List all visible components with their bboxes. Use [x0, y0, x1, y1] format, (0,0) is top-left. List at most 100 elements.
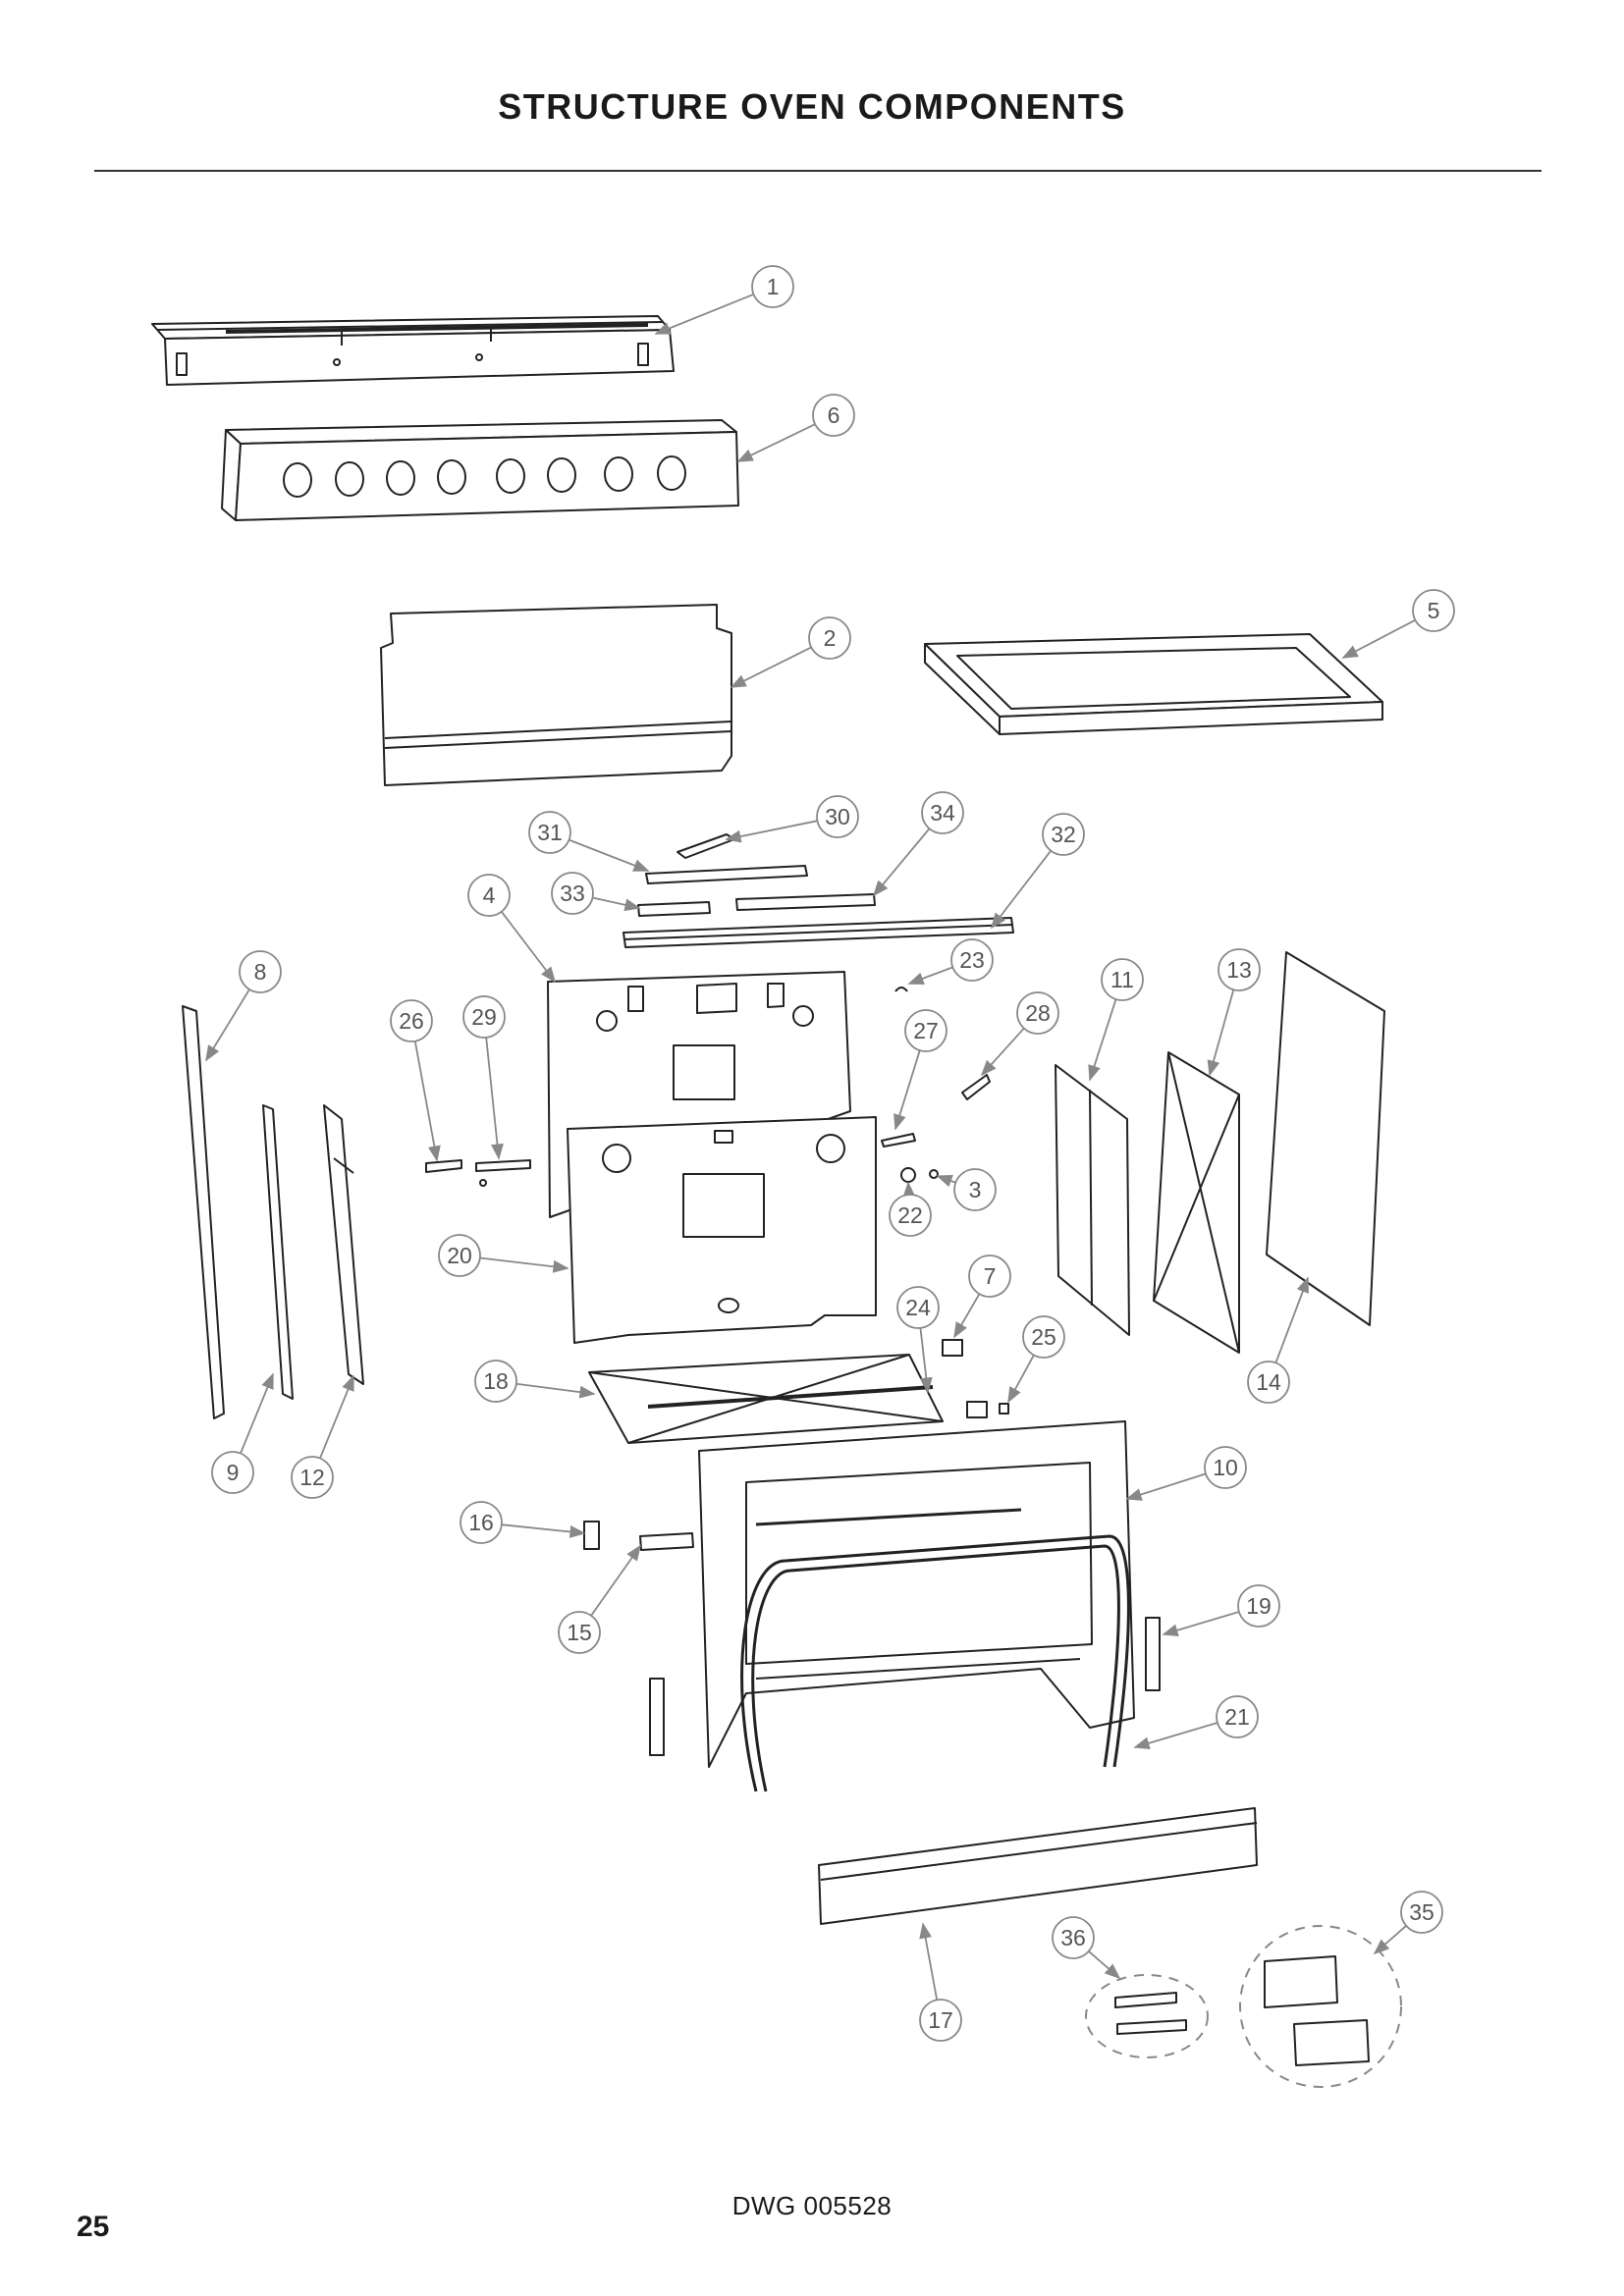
callout-number-34: 34 [930, 800, 955, 826]
callout-number-11: 11 [1110, 967, 1134, 992]
callout-number-3: 3 [969, 1177, 982, 1202]
part-13-right-insulation [1153, 1051, 1240, 1354]
callout-leader-13 [1207, 988, 1235, 1077]
part-11-right-inner-panel [1055, 1064, 1130, 1336]
callout-circle-2 [808, 616, 851, 660]
callout-30: 30 [725, 795, 859, 843]
callout-20: 20 [438, 1234, 569, 1277]
callout-circle-26 [390, 999, 433, 1042]
callout-leader-12 [319, 1374, 354, 1459]
callout-number-2: 2 [824, 625, 837, 651]
part-16-hinge-left [583, 1521, 600, 1550]
callout-7: 7 [953, 1255, 1011, 1339]
title-rule [94, 170, 1542, 172]
callout-circle-3 [953, 1168, 997, 1211]
callout-leader-7 [953, 1293, 981, 1339]
part-19-door-hinge [1145, 1617, 1161, 1691]
callout-leader-6 [736, 423, 816, 462]
callout-leader-9 [240, 1372, 274, 1454]
callout-number-13: 13 [1226, 957, 1252, 983]
part-26-bracket [425, 1159, 462, 1173]
callout-circle-23 [950, 938, 994, 982]
callout-circle-12 [291, 1456, 334, 1499]
callout-number-33: 33 [560, 881, 585, 906]
callout-number-15: 15 [567, 1620, 592, 1645]
callout-9: 9 [211, 1372, 274, 1494]
callout-number-9: 9 [227, 1460, 240, 1485]
part-20-oven-liner [567, 1116, 877, 1344]
part-25-bumper [999, 1403, 1009, 1415]
callout-leader-4 [501, 911, 556, 984]
part-32-long-rail [623, 917, 1014, 948]
callout-13: 13 [1207, 948, 1261, 1077]
callout-1: 1 [654, 265, 794, 335]
callout-circle-13 [1218, 948, 1261, 991]
callout-leader-32 [991, 850, 1052, 930]
callout-number-24: 24 [905, 1295, 931, 1320]
callout-28: 28 [980, 991, 1059, 1077]
callout-leader-24 [919, 1327, 933, 1394]
callout-leader-35 [1373, 1925, 1407, 1955]
callout-11: 11 [1088, 958, 1144, 1082]
callout-leader-22 [902, 1181, 916, 1198]
part-30-bracket [677, 833, 735, 859]
callout-leader-15 [590, 1544, 641, 1617]
callout-12: 12 [291, 1374, 354, 1499]
callout-36: 36 [1052, 1916, 1121, 1980]
callout-leader-25 [1007, 1355, 1035, 1404]
callout-25: 25 [1007, 1315, 1065, 1404]
callout-leader-2 [730, 646, 812, 688]
callout-number-6: 6 [828, 402, 840, 428]
callout-circle-10 [1204, 1446, 1247, 1489]
callout-number-23: 23 [959, 947, 985, 973]
callout-number-21: 21 [1224, 1704, 1250, 1730]
callout-leader-11 [1088, 998, 1117, 1082]
callout-circle-35 [1400, 1891, 1443, 1934]
callout-number-30: 30 [825, 804, 850, 829]
callout-4: 4 [467, 874, 556, 984]
callout-leader-33 [592, 896, 641, 912]
callout-circle-14 [1247, 1361, 1290, 1404]
part-15-hinge-rail [639, 1532, 694, 1551]
callout-number-20: 20 [447, 1243, 472, 1268]
callout-circle-15 [558, 1611, 601, 1654]
callout-19: 19 [1162, 1584, 1280, 1637]
callout-number-12: 12 [299, 1465, 325, 1490]
part-8-left-side-panel [182, 1005, 225, 1419]
callout-number-32: 32 [1051, 822, 1076, 847]
callout-35: 35 [1373, 1891, 1443, 1955]
callout-circle-25 [1022, 1315, 1065, 1359]
callout-number-26: 26 [399, 1008, 424, 1034]
callout-15: 15 [558, 1544, 641, 1654]
callout-32: 32 [991, 813, 1085, 930]
callout-8: 8 [205, 950, 282, 1062]
part-5-top-frame [924, 633, 1383, 735]
callout-leader-1 [654, 294, 754, 335]
callout-number-22: 22 [897, 1202, 923, 1228]
callout-leader-18 [515, 1382, 596, 1399]
callout-circle-8 [239, 950, 282, 993]
part-33-rail [637, 901, 711, 917]
part-31-rail [645, 865, 808, 884]
callout-leader-3 [936, 1174, 956, 1188]
part-9-left-insulation [262, 1104, 294, 1400]
callout-21: 21 [1133, 1695, 1259, 1750]
callout-leader-8 [205, 988, 250, 1062]
door-hinge-left [649, 1678, 665, 1756]
callout-circle-27 [904, 1009, 947, 1052]
callout-number-31: 31 [537, 820, 563, 845]
callout-leader-27 [893, 1049, 921, 1131]
callout-circle-21 [1216, 1695, 1259, 1738]
callout-31: 31 [528, 811, 650, 872]
callout-number-28: 28 [1025, 1000, 1051, 1026]
page-number: 25 [77, 2211, 110, 2243]
callout-number-27: 27 [913, 1018, 939, 1043]
callout-number-25: 25 [1031, 1324, 1056, 1350]
callout-leader-19 [1162, 1611, 1240, 1637]
part-6-control-panel [221, 419, 739, 521]
callout-circle-36 [1052, 1916, 1095, 1959]
part-12-left-inner-panel [323, 1104, 364, 1385]
part-23-clip [894, 987, 908, 992]
